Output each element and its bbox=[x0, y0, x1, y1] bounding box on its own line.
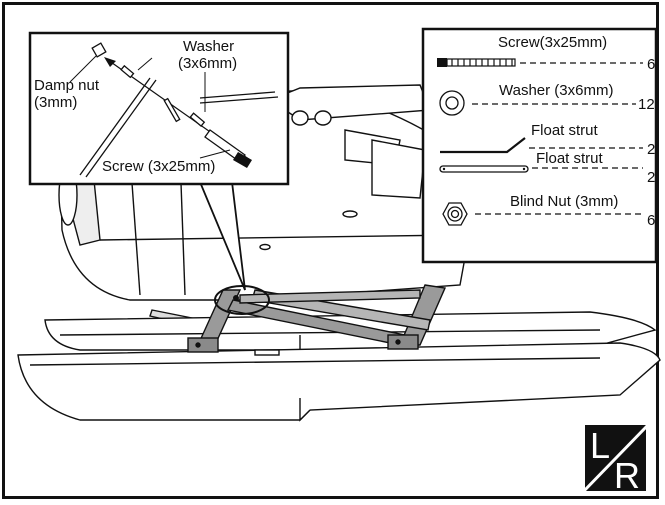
damp-nut-icon bbox=[91, 42, 107, 58]
attachment-highlight-ellipse bbox=[214, 285, 270, 315]
damp-nut-label: Damp nut bbox=[34, 77, 100, 94]
damp-nut-size-label: (3mm) bbox=[34, 94, 77, 111]
parts-list-item-float-strut-flat: Float strut 2 bbox=[439, 150, 655, 186]
float-near bbox=[17, 342, 661, 422]
part-name: Screw(3x25mm) bbox=[498, 34, 607, 51]
bent-strut-icon bbox=[440, 137, 526, 154]
part-qty: 2 bbox=[647, 169, 655, 186]
blind-nut-icon bbox=[442, 202, 468, 226]
parts-list: Screw(3x25mm) 6 Washer (3x6mm) 12 Float … bbox=[421, 27, 658, 264]
parts-list-item-washer: Washer (3x6mm) 12 bbox=[439, 82, 655, 116]
screw-icon bbox=[204, 129, 252, 168]
parts-list-item-screw: Screw(3x25mm) 6 bbox=[437, 34, 655, 73]
left-right-logo: L R bbox=[580, 423, 650, 496]
parts-list-item-blind-nut: Blind Nut (3mm) 6 bbox=[442, 193, 655, 229]
washer-label: Washer bbox=[183, 38, 234, 55]
part-qty: 2 bbox=[647, 141, 655, 158]
diagram-frame bbox=[2, 2, 659, 499]
washer-size-label: (3x6mm) bbox=[178, 55, 237, 72]
washer-icon bbox=[439, 90, 465, 116]
washer-icon bbox=[189, 112, 206, 127]
logo-letter-left: L bbox=[590, 425, 610, 466]
float-struts bbox=[187, 284, 447, 353]
detail-callout: Damp nut (3mm) Washer (3x6mm) Screw (3x2… bbox=[28, 31, 290, 291]
parts-list-item-float-strut: Float strut 2 bbox=[440, 122, 655, 158]
washer-icon bbox=[163, 97, 181, 123]
part-name: Washer (3x6mm) bbox=[499, 82, 613, 99]
part-qty: 6 bbox=[647, 56, 655, 73]
screw-icon bbox=[437, 58, 516, 67]
washer-icon bbox=[120, 64, 135, 79]
logo-letter-right: R bbox=[614, 455, 640, 496]
screw-label: Screw (3x25mm) bbox=[102, 158, 215, 175]
part-qty: 6 bbox=[647, 212, 655, 229]
part-qty: 12 bbox=[638, 96, 655, 113]
part-name: Float strut bbox=[531, 122, 599, 139]
part-name: Float strut bbox=[536, 150, 604, 167]
part-name: Blind Nut (3mm) bbox=[510, 193, 618, 210]
flat-strut-icon bbox=[439, 165, 529, 173]
